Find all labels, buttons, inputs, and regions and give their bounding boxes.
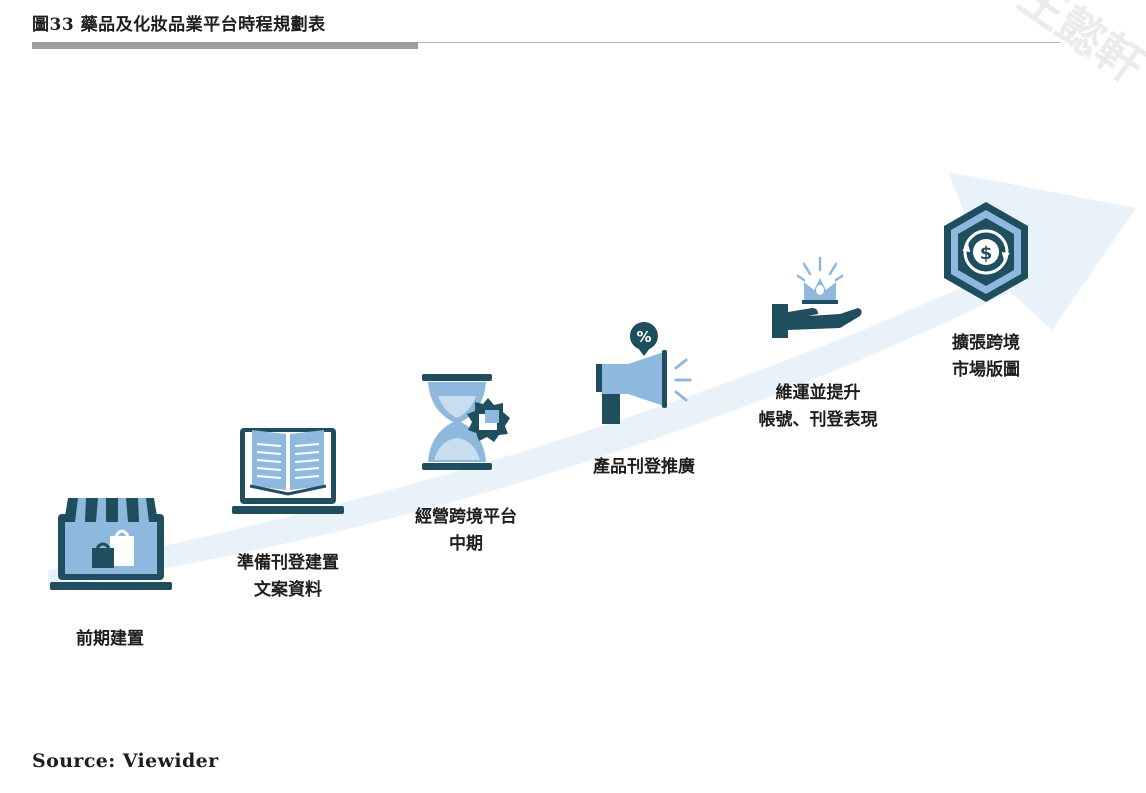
step-label: 擴張跨境 市場版圖 <box>952 333 1020 380</box>
title-underline-accent <box>32 42 418 49</box>
title-underline <box>32 42 1060 43</box>
svg-text:%: % <box>636 328 651 346</box>
open-book-laptop-icon <box>232 428 344 514</box>
hourglass-icon <box>422 374 510 470</box>
svg-text:$: $ <box>980 243 993 264</box>
crown-hand-icon <box>772 256 862 338</box>
step-label: 經營跨境平台 中期 <box>415 507 517 554</box>
step-label: 前期建置 <box>76 629 144 649</box>
dollar-hexagon-icon: $ <box>944 202 1028 302</box>
step-label: 準備刊登建置 文案資料 <box>237 553 339 600</box>
megaphone-percent-icon: % <box>596 322 692 424</box>
source-note: Source: Viewider <box>32 750 219 772</box>
step-label: 產品刊登推廣 <box>593 457 695 477</box>
figure-title: 圖33 藥品及化妝品業平台時程規劃表 <box>32 15 326 35</box>
online-store-laptop-icon <box>50 498 172 590</box>
step-label: 維運並提升 帳號、刊登表現 <box>758 383 878 430</box>
